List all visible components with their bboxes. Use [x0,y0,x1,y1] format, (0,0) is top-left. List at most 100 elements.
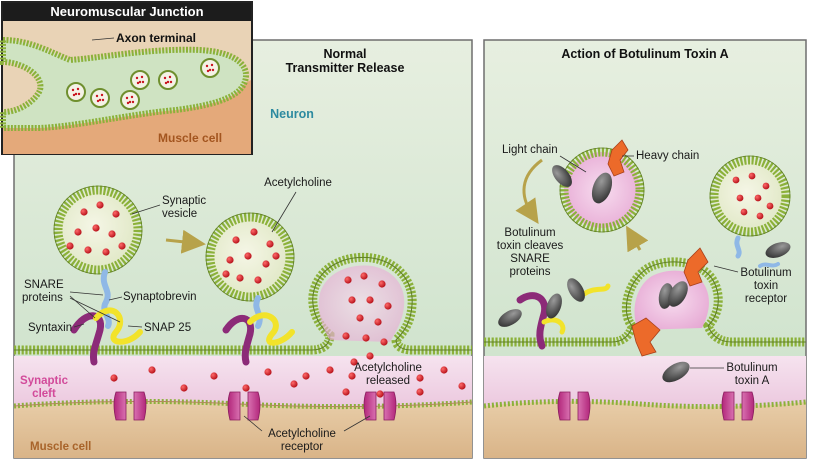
acetylcholine-dot [84,246,92,254]
acetylcholine-dot [112,210,120,218]
acetylcholine-dot [762,182,770,190]
inset-acetylcholine-dot [96,99,100,103]
inset-acetylcholine-dot [77,92,81,96]
light-chain-fragment [567,278,585,302]
acetylcholine-dot [376,390,384,398]
acetylcholine-dot [416,374,424,382]
acetylcholine-dot [326,366,334,374]
inset-acetylcholine-dot [100,93,104,97]
synaptic-vesicle-label-1: Synaptic [162,195,206,207]
inset-acetylcholine-dot [128,100,132,104]
inset-vesicle [130,70,150,90]
synaptic-cleft-label-2: cleft [32,388,56,400]
inset-acetylcholine-dot [205,64,209,68]
acetylcholine-dot [272,252,280,260]
toxin-receptor-label-1: Botulinum [740,267,791,279]
receptor-channel [363,391,397,421]
acetylcholine-dot [748,172,756,180]
inset-acetylcholine-dot [71,88,75,92]
acetylcholine-dot [440,366,448,374]
acetylcholine-dot [232,236,240,244]
inset-vesicle [158,70,178,90]
toxin-title: Action of Botulinum Toxin A [561,47,728,61]
cleave-arrow [515,158,543,224]
acetylcholine-dot [80,208,88,216]
endocytosis-arrow [626,225,649,253]
toxin-receptor-label-2: toxin [754,280,778,292]
inset-acetylcholine-dot [135,76,139,80]
inset-muscle-label: Muscle cell [158,131,222,145]
acetylcholine-dot [740,208,748,216]
inset-acetylcholine-dot [76,87,80,91]
muscle-cell-area [14,401,472,458]
acetylcholine-dot [266,240,274,248]
acetylcholine-molecules [66,201,466,398]
snare-label-line2: proteins [22,292,63,304]
inset-acetylcholine-dot [136,81,140,85]
inset-title: Neuromuscular Junction [50,4,203,19]
acetylcholine-label: Acetylcholine [264,177,332,189]
toxin-receptor-label-3: receptor [745,293,787,305]
inset-acetylcholine-dot [166,80,170,84]
acetylcholine-released-line1: Acetylcholine [354,362,422,374]
ach-receptors-right [557,391,755,421]
acetylcholine-dot [74,228,82,236]
receptor-channel [227,391,261,421]
inset-vesicle [66,82,86,102]
cleaves-label-2: toxin cleaves [497,240,564,252]
acetylcholine-dot [356,314,364,322]
inset-axon-label: Axon terminal [116,31,196,45]
syntaxin-protein [70,312,105,366]
snare-label-line1: SNARE [24,279,64,291]
acetylcholine-dot [210,372,218,380]
acetylcholine-dot [222,270,230,278]
acetylcholine-dot [108,230,116,238]
acetylcholine-dot [458,382,466,390]
botulinum-toxin-panel: Action of Botulinum Toxin A Light chain … [483,39,807,459]
acetylcholine-dot [226,256,234,264]
acetylcholine-released-line2: released [366,375,410,387]
toxin-a-label-1: Botulinum [726,362,777,374]
acetylcholine-dot [378,280,386,288]
normal-title-line2: Transmitter Release [286,61,405,75]
acetylcholine-dot [380,338,388,346]
toxin-in-vesicle [591,139,629,204]
acetylcholine-molecules-blocked [732,172,774,220]
acetylcholine-dot [92,224,100,232]
inset-acetylcholine-dot [74,92,78,96]
acetylcholine-dot [342,332,350,340]
movement-arrow [165,229,206,254]
receptor-channel [557,391,591,421]
inset-axon-terminal [0,36,249,132]
toxin-bound-receptor [668,247,709,307]
acetylcholine-dot [756,212,764,220]
acetylcholine-dot [350,358,358,366]
inset-acetylcholine-dot [208,68,212,72]
ach-receptor-label-1: Acetylcholine [268,428,336,440]
cleaves-label-4: proteins [510,266,551,278]
inset-acetylcholine-dot [125,96,129,100]
inset-acetylcholine-dot [163,76,167,80]
inset-acetylcholine-dot [131,100,135,104]
acetylcholine-dot [302,372,310,380]
syntaxin-label: Syntaxin [28,322,72,334]
synaptobrevin-protein [100,269,112,329]
acetylcholine-dot [118,242,126,250]
acetylcholine-dot [264,368,272,376]
receptor-channel [113,391,147,421]
ach-receptor-label-2: receptor [281,441,323,453]
acetylcholine-dot [766,202,774,210]
acetylcholine-dot [250,228,258,236]
inset-acetylcholine-dot [164,81,168,85]
inset-acetylcholine-dot [101,98,105,102]
acetylcholine-dot [754,194,762,202]
acetylcholine-dot [262,260,270,268]
inset-vesicle [200,58,220,78]
acetylcholine-dot [236,274,244,282]
neuron-label: Neuron [270,107,314,121]
acetylcholine-receptors [113,391,397,421]
inset-acetylcholine-dot [140,75,144,79]
acetylcholine-dot [148,366,156,374]
acetylcholine-dot [96,201,104,209]
